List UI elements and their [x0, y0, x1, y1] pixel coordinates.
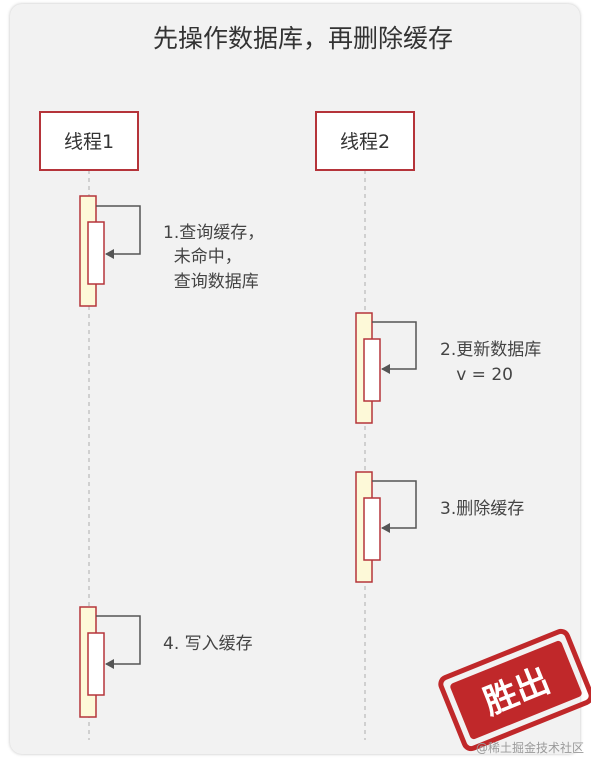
step-1-nested-activation — [87, 221, 105, 285]
step-4-self-call-arrow — [96, 615, 141, 669]
step-2-self-call-arrow — [372, 321, 417, 374]
step-4-line-1: 4. 写入缓存 — [163, 634, 253, 654]
lifeline-2-header-box — [315, 111, 415, 171]
step-1-line-3: 查询数据库 — [163, 272, 259, 292]
watermark: @稀土掘金技术社区 — [476, 740, 584, 755]
step-1: 1.查询缓存， 未命中， 查询数据库 — [79, 195, 264, 307]
step-2: 2.更新数据库 v = 20 — [355, 312, 541, 424]
step-1-self-call-arrow — [96, 205, 141, 259]
lifeline-thread-2: 线程2 — [315, 111, 415, 740]
diagram-title: 先操作数据库，再删除缓存 — [153, 24, 453, 53]
step-1-line-1: 1.查询缓存， — [163, 223, 264, 243]
stamp-fill — [450, 640, 582, 740]
lifeline-1-label: 线程1 — [64, 131, 114, 153]
step-1-line-2: 未命中， — [163, 247, 242, 267]
winner-stamp: 胜出 — [438, 628, 591, 752]
step-4: 4. 写入缓存 — [79, 606, 253, 718]
stamp-outer-border — [438, 628, 591, 752]
step-4-nested-activation — [87, 632, 105, 696]
step-2-line-2: v = 20 — [440, 365, 513, 385]
step-3: 3.删除缓存 — [355, 471, 524, 583]
step-3-line-1: 3.删除缓存 — [440, 499, 524, 519]
step-3-nested-activation — [363, 497, 381, 561]
step-3-self-call-arrow — [372, 480, 417, 533]
lifeline-1-header-box — [39, 111, 139, 171]
step-2-nested-activation — [363, 338, 381, 402]
step-2-line-1: 2.更新数据库 — [440, 340, 541, 360]
lifeline-2-label: 线程2 — [340, 131, 390, 153]
